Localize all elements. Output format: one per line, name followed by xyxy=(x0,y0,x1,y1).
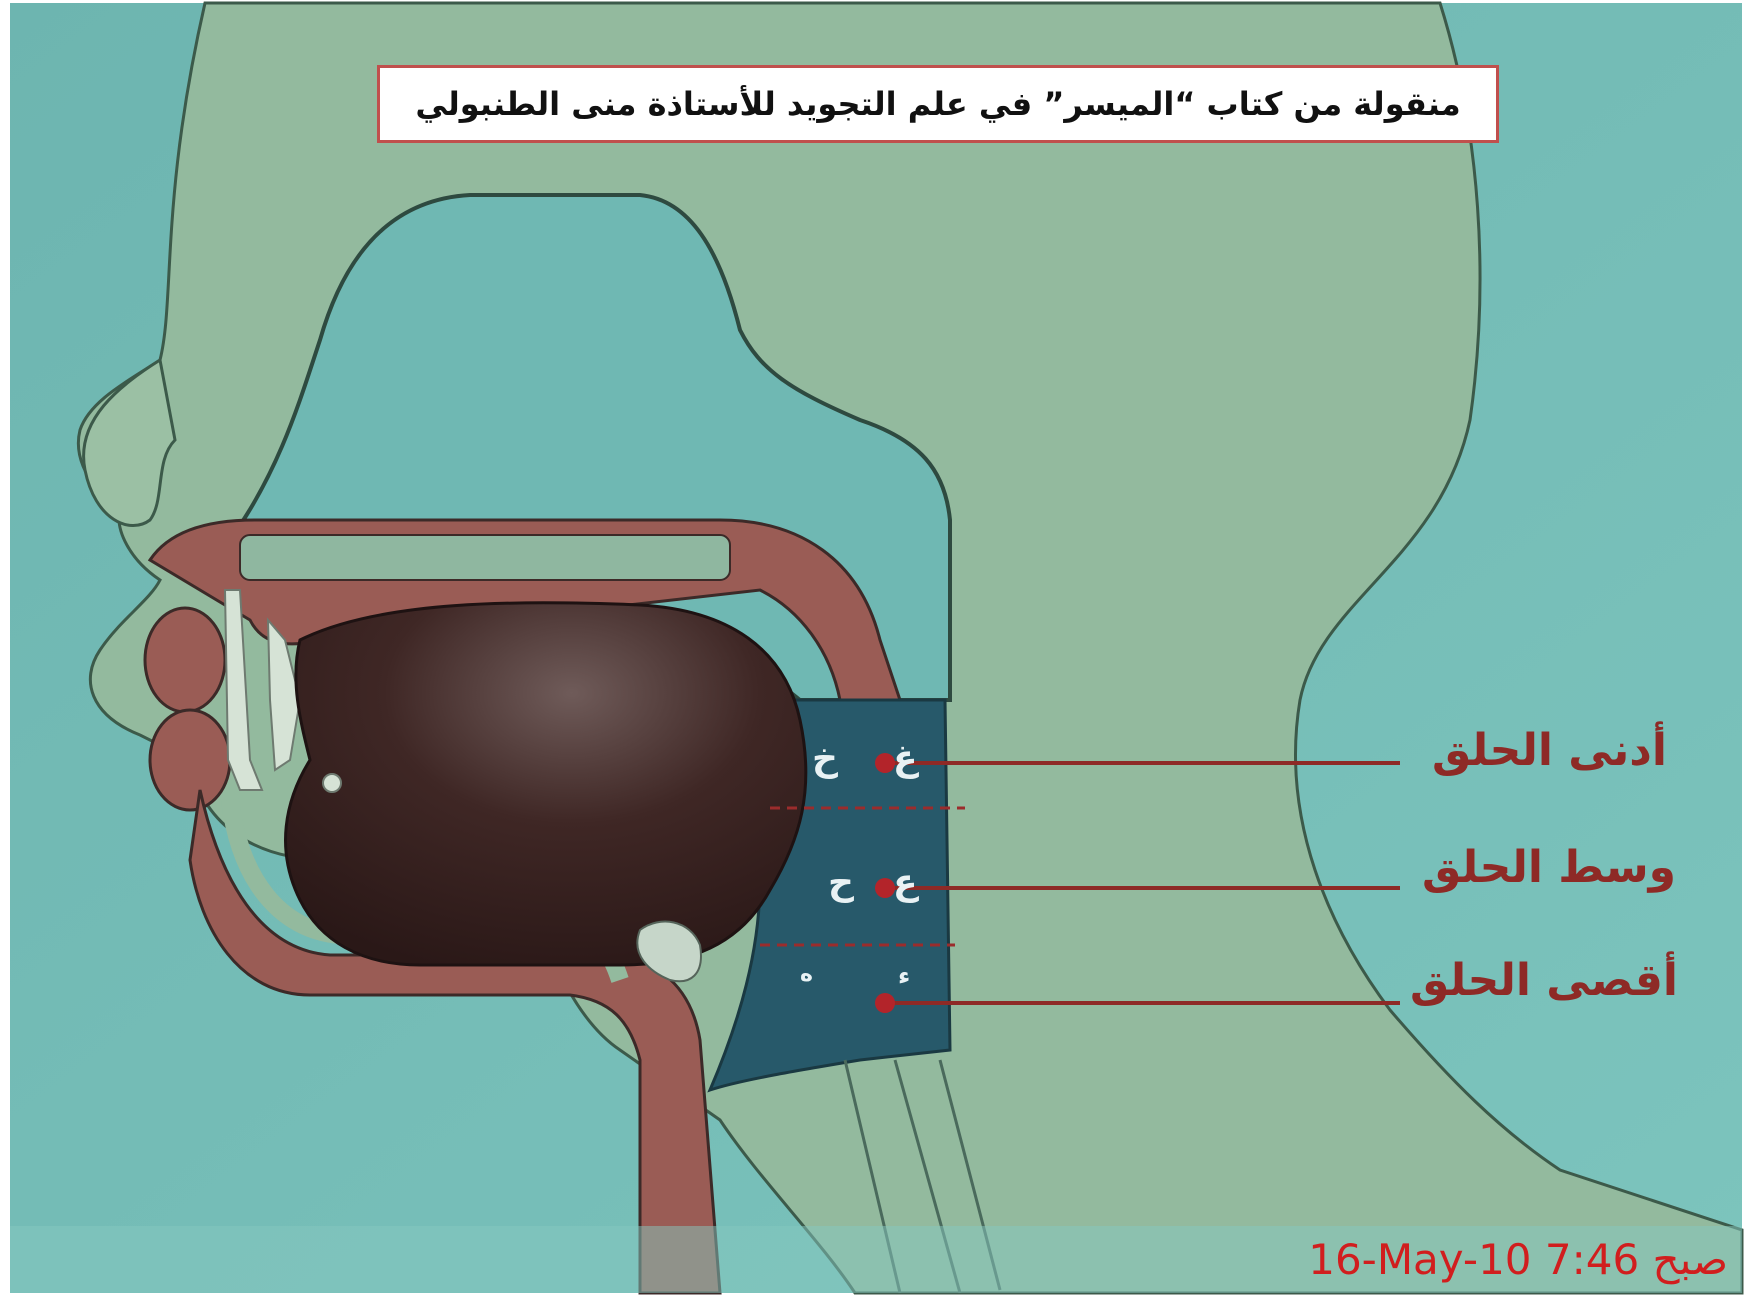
caption-text: منقولة من كتاب “الميسر” في علم التجويد ل… xyxy=(415,85,1460,123)
date-stamp-time: 16-May-10 7:46 xyxy=(1308,1235,1639,1284)
dot-lower xyxy=(875,993,895,1013)
dot-upper xyxy=(875,753,895,773)
lower-lip xyxy=(150,710,230,810)
caption-box: منقولة من كتاب “الميسر” في علم التجويد ل… xyxy=(377,65,1499,143)
letter-ain: ع xyxy=(893,862,918,903)
label-lower-throat: أقصى الحلق xyxy=(1410,955,1678,1006)
date-stamp: 16-May-10 7:46 صبح xyxy=(1308,1235,1728,1284)
dot-middle xyxy=(875,878,895,898)
label-upper-throat: أدنى الحلق xyxy=(1432,725,1667,776)
date-stamp-suffix: صبح xyxy=(1653,1235,1728,1284)
letter-hamza: ء xyxy=(898,962,910,990)
upper-lip xyxy=(145,608,225,712)
tongue xyxy=(286,603,806,965)
label-middle-throat: وسط الحلق xyxy=(1422,842,1676,893)
letter-ghain: غ xyxy=(893,738,918,779)
letter-kha: خ xyxy=(812,738,838,779)
letter-ha: ه xyxy=(800,962,813,987)
letter-haa: ح xyxy=(828,862,854,903)
